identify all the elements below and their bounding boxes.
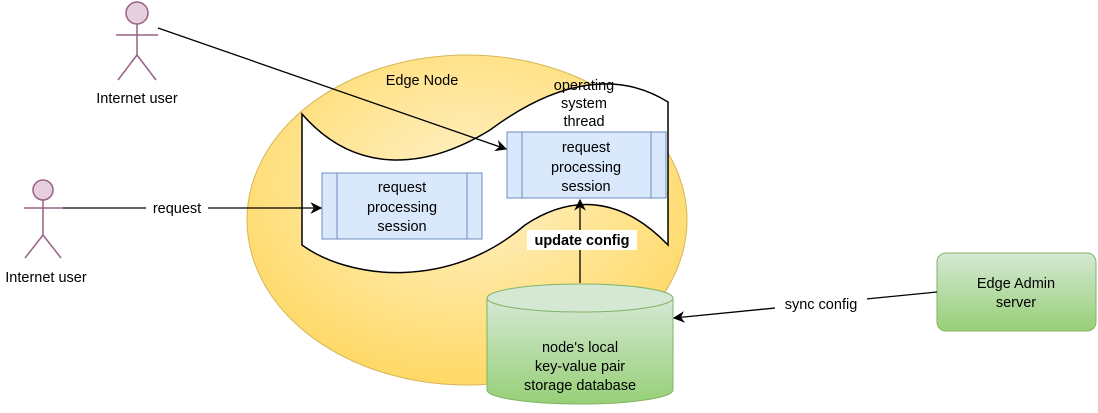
database-label-line1: node's local: [542, 340, 618, 356]
thread-label-line1: operating: [554, 78, 614, 94]
top-user-to-session-arrow: [157, 27, 508, 152]
session-top-line2: processing: [551, 160, 621, 176]
database-label-line2: key-value pair: [535, 359, 625, 375]
edge-admin-server: Edge Admin server: [936, 252, 1097, 332]
session-top-line1: request: [562, 140, 610, 156]
thread-label-line2: system: [561, 96, 607, 112]
sync-config-label: sync config: [785, 297, 858, 313]
request-label: request: [153, 201, 201, 217]
admin-label-line2: server: [996, 295, 1036, 311]
session-left-line2: processing: [367, 200, 437, 216]
session-left-line1: request: [378, 180, 426, 196]
internet-user-top-actor: [116, 1, 158, 81]
edge-node-label: Edge Node: [386, 73, 459, 89]
storage-database: node's local key-value pair storage data…: [486, 283, 674, 405]
admin-label-line1: Edge Admin: [977, 276, 1055, 292]
thread-label-line3: thread: [563, 114, 604, 130]
request-processing-session-left: request processing session: [321, 172, 483, 240]
session-left-line3: session: [377, 219, 426, 235]
internet-user-left-actor: [24, 179, 63, 259]
internet-user-left-label: Internet user: [5, 270, 87, 286]
update-config-label: update config: [534, 233, 629, 249]
internet-user-top-label: Internet user: [96, 91, 178, 107]
database-label-line3: storage database: [524, 378, 636, 394]
session-top-line3: session: [561, 179, 610, 195]
request-processing-session-top: request processing session: [506, 131, 667, 199]
